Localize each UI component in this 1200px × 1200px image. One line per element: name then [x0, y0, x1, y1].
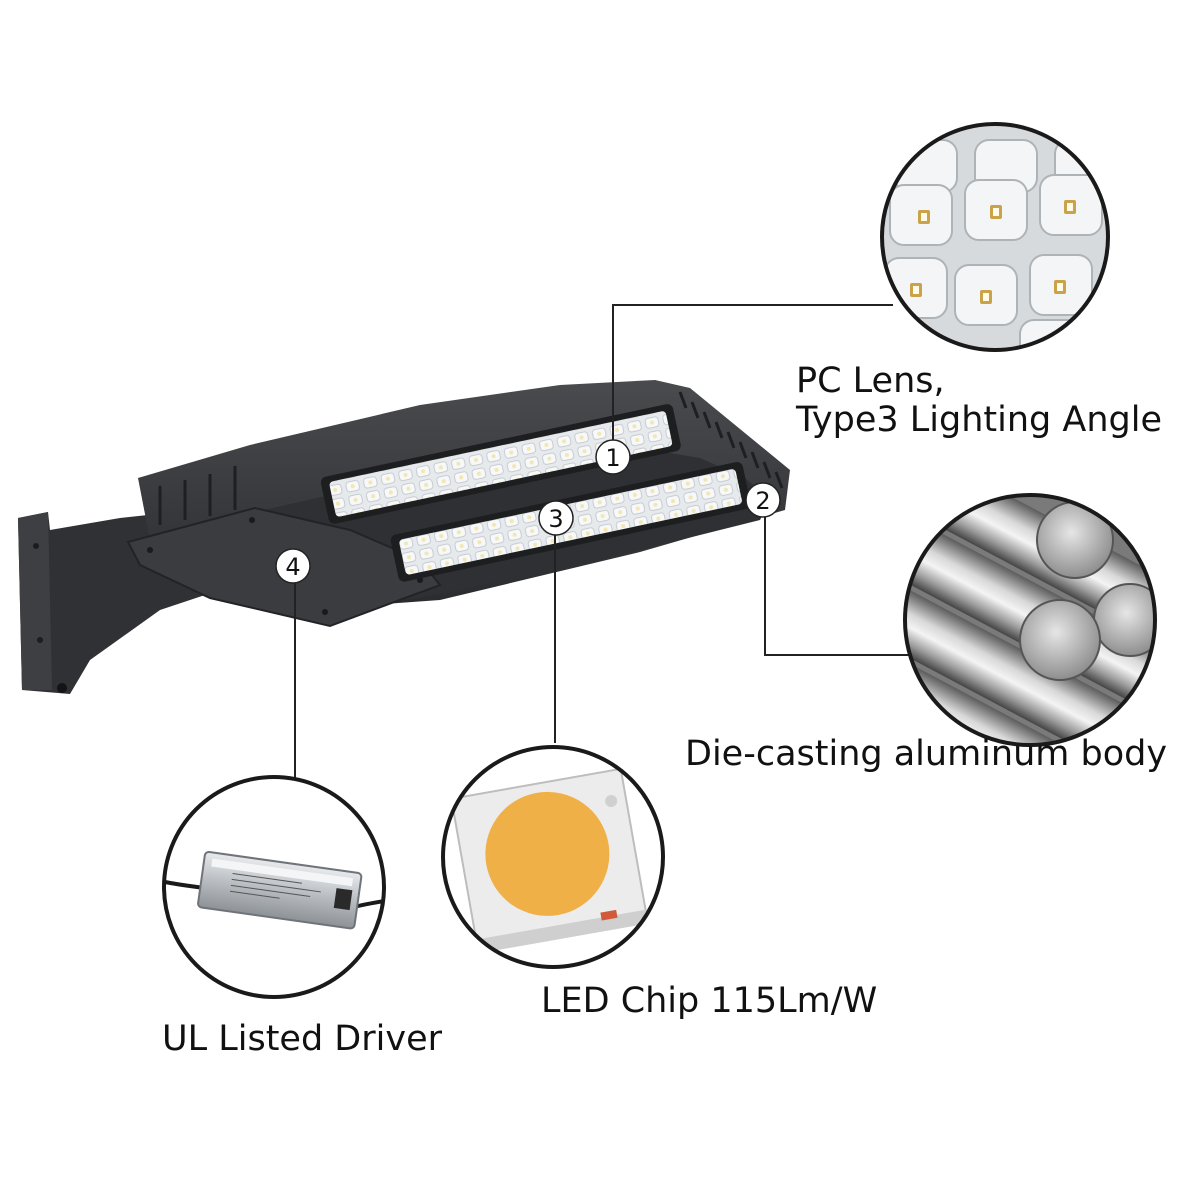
badge-2: 2 [745, 482, 781, 518]
smd-led-chip-icon [441, 745, 665, 969]
leader-line-lens [612, 304, 893, 440]
caption-pc-lens: PC Lens, Type3 Lighting Angle [796, 361, 1162, 441]
caption-driver: UL Listed Driver [162, 1019, 442, 1059]
aluminum-rods-closeup-icon [903, 493, 1157, 747]
badge-1: 1 [595, 439, 631, 475]
leader-lines [294, 304, 915, 782]
badge-4: 4 [275, 548, 311, 584]
led-driver-icon [162, 775, 386, 999]
shoebox-street-light-icon [18, 380, 790, 694]
svg-text:1: 1 [605, 444, 620, 472]
leader-line-body [764, 515, 915, 656]
svg-text:4: 4 [285, 553, 300, 581]
caption-aluminum-body: Die-casting aluminum body [685, 734, 1168, 774]
caption-pc-lens-line2: Type3 Lighting Angle [796, 400, 1162, 441]
caption-pc-lens-line1: PC Lens, [796, 361, 945, 401]
caption-led-chip: LED Chip 115Lm/W [541, 981, 878, 1021]
svg-text:2: 2 [755, 487, 770, 515]
badge-3: 3 [538, 500, 574, 536]
svg-text:3: 3 [548, 505, 563, 533]
led-lens-closeup-icon [880, 122, 1110, 352]
